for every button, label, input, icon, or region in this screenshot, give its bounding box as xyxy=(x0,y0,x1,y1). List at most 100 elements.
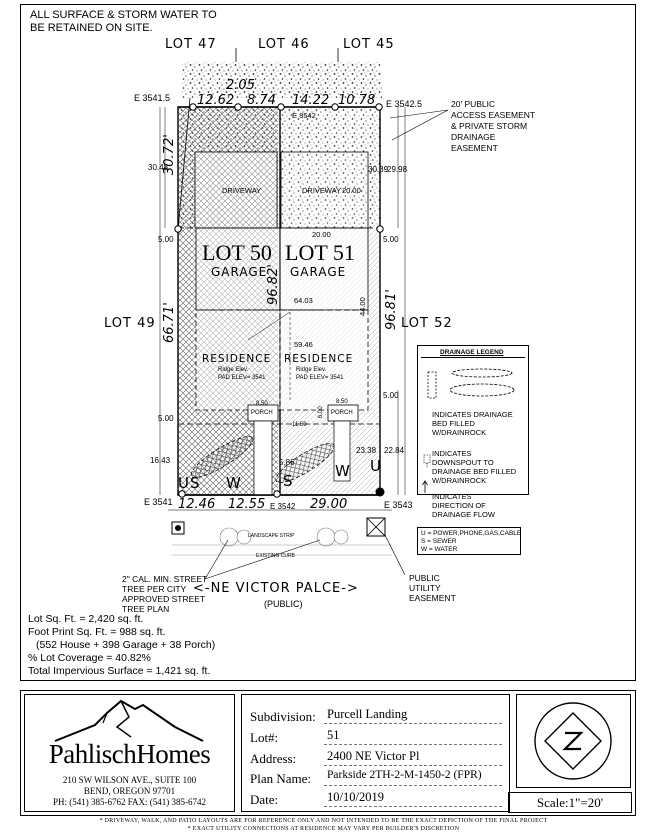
dim-586: 5.86 xyxy=(279,458,295,467)
dim-top-1422: 14.22 xyxy=(292,93,330,108)
label-driveway-a: DRIVEWAY xyxy=(222,186,262,195)
dim-9682: 96.82' xyxy=(266,264,281,305)
dim-3072: 30.72' xyxy=(162,134,177,175)
info-label-subdivision: Subdivision: xyxy=(250,709,316,724)
mountain-logo-icon xyxy=(54,699,204,742)
dim-bot-1255: 12.55 xyxy=(228,497,266,512)
neighbor-lots-stipple xyxy=(182,62,382,98)
elev-3542-5: E 3542.5 xyxy=(386,99,423,109)
dim-4400: 44.00 xyxy=(358,297,367,316)
label-driveway-b: DRIVEWAY xyxy=(302,186,342,195)
footer-disclaimer-1: * DRIVEWAY, WALK, AND PATIO LAYOUTS ARE … xyxy=(99,818,548,824)
plan-info-box: Subdivision: Purcell Landing Lot#: 51 Ad… xyxy=(241,694,510,812)
util-s-b: S xyxy=(283,472,293,490)
street-tree-note: 2" CAL. MIN. STREET TREE PER CITY APPROV… xyxy=(122,574,208,614)
drainage-legend: DRAINAGE LEGEND INDICATES DRAINAGE BED F… xyxy=(417,345,529,519)
scale-label: Scale:1"=20' xyxy=(508,792,632,813)
ridge-elev-b: Ridge Elev. PAD ELEV= 3541 xyxy=(296,367,344,381)
label-garage-a: GARAGE xyxy=(211,265,268,279)
company-logo-box: PahlischHomes 210 SW WILSON AVE., SUITE … xyxy=(24,694,235,812)
info-label-date: Date: xyxy=(250,792,279,807)
util-w-a: W xyxy=(226,474,241,492)
utility-legend: U = POWER,PHONE,GAS,CABLE S = SEWER W = … xyxy=(417,527,521,555)
lot-stats: Lot Sq. Ft. = 2,420 sq. ft. Foot Print S… xyxy=(28,613,216,677)
util-s-a: S xyxy=(190,474,200,492)
dim-2000-b: 20.00 xyxy=(312,230,331,239)
label-garage-b: GARAGE xyxy=(290,265,347,279)
label-porch-a: PORCH xyxy=(251,410,273,416)
title-block xyxy=(20,690,636,816)
label-lot51: LOT 51 xyxy=(285,240,355,265)
elev-3542-b: E 3542 xyxy=(270,502,296,511)
header-note: ALL SURFACE & STORM WATER TO BE RETAINED… xyxy=(30,9,217,34)
dim-500-a: 5.00 xyxy=(158,235,174,244)
util-u-b: U xyxy=(370,457,381,475)
dim-600: 6.00 xyxy=(318,406,324,418)
label-residence-a: RESIDENCE xyxy=(202,353,272,365)
info-label-lot: Lot#: xyxy=(250,730,279,745)
dim-6403: 64.03 xyxy=(294,296,313,305)
north-arrow-icon xyxy=(534,702,612,780)
label-lot52: LOT 52 xyxy=(401,316,453,331)
legend-title: DRAINAGE LEGEND xyxy=(440,349,504,356)
dim-500-d: 5.00 xyxy=(158,414,174,423)
utility-easement-note: PUBLIC UTILITY EASEMENT xyxy=(409,573,456,603)
label-lot47: LOT 47 xyxy=(165,37,217,52)
dim-2284: 22.84 xyxy=(384,446,405,455)
street-public: (PUBLIC) xyxy=(264,599,303,609)
info-value-lot: 51 xyxy=(327,728,340,742)
elev-3541: E 3541 xyxy=(144,497,173,507)
label-lot45: LOT 45 xyxy=(343,37,395,52)
ridge-elev-a: Ridge Elev. PAD ELEV= 3541 xyxy=(218,367,266,381)
label-porch-b: PORCH xyxy=(331,410,353,416)
company-phone: PH: (541) 385-6762 FAX: (541) 385-6742 xyxy=(52,797,207,807)
label-lot49: LOT 49 xyxy=(104,316,156,331)
company-addr1: 210 SW WILSON AVE., SUITE 100 xyxy=(62,775,197,785)
info-value-date: 10/10/2019 xyxy=(327,790,384,804)
util-w-b: W xyxy=(335,462,350,480)
dim-top-205: 2.05 xyxy=(226,78,255,93)
street-name: <-NE VICTOR PALCE-> xyxy=(193,581,359,596)
dim-3039: 30.39 xyxy=(368,165,389,174)
legend-item-downspout: INDICATES DOWNSPOUT TO DRAINAGE BED FILL… xyxy=(432,449,517,485)
dim-5946: 59.46 xyxy=(294,340,313,349)
dim-1643: 16.43 xyxy=(150,456,171,465)
info-value-plan: Parkside 2TH-2-M-1450-2 (FPR) xyxy=(327,769,482,781)
dim-850-a: 8.50 xyxy=(256,401,268,407)
label-existing-curb: EXISTING CURB xyxy=(256,553,295,559)
legend-item-flow: INDICATES DIRECTION OF DRAINAGE FLOW xyxy=(432,492,495,519)
elev-3543: E 3543 xyxy=(384,500,413,510)
dim-top-1078: 10.78 xyxy=(338,93,376,108)
dim-2998: 29.98 xyxy=(387,165,408,174)
info-value-subdivision: Purcell Landing xyxy=(327,707,408,721)
company-name: PahlischHomes xyxy=(48,739,211,769)
dim-bot-2900: 29.00 xyxy=(310,497,348,512)
dim-500-b: 5.00 xyxy=(383,235,399,244)
info-label-plan: Plan Name: xyxy=(250,771,312,786)
dim-top-874: 8.74 xyxy=(247,93,276,108)
dim-9681: 96.81' xyxy=(384,289,399,330)
dim-2000-a: 20.00 xyxy=(342,186,361,195)
dim-850-b: 8.50 xyxy=(336,399,348,405)
dim-top-1262: 12.62 xyxy=(197,93,235,108)
label-lot46: LOT 46 xyxy=(258,37,310,52)
util-u-a: U xyxy=(178,474,189,492)
label-lot50: LOT 50 xyxy=(202,240,272,265)
north-arrow-box xyxy=(516,694,631,788)
legend-symbols xyxy=(422,368,515,493)
label-residence-b: RESIDENCE xyxy=(284,353,354,365)
dim-500-c: 5.00 xyxy=(383,391,399,400)
company-addr2: BEND, OREGON 97701 xyxy=(83,786,176,796)
label-landscape-strip: LANDSCAPE STRIP xyxy=(248,533,295,539)
site-plan-frame xyxy=(20,4,636,681)
info-label-address: Address: xyxy=(250,751,297,766)
footer-disclaimer-2: * EXACT UTILITY CONNECTIONS AT RESIDENCE… xyxy=(187,826,460,832)
elev-3541-5: E 3541.5 xyxy=(134,93,171,103)
dim-6671: 66.71' xyxy=(162,302,177,343)
site-plan-drawing xyxy=(159,48,449,580)
dim-3048: 30.48 xyxy=(148,163,169,172)
info-value-address: 2400 NE Victor Pl xyxy=(327,749,420,763)
easement-note: 20' PUBLIC ACCESS EASEMENT & PRIVATE STO… xyxy=(451,99,536,153)
dim-1150: 11.50 xyxy=(292,422,307,428)
legend-item-bed: INDICATES DRAINAGE BED FILLED W/DRAINROC… xyxy=(432,410,513,437)
